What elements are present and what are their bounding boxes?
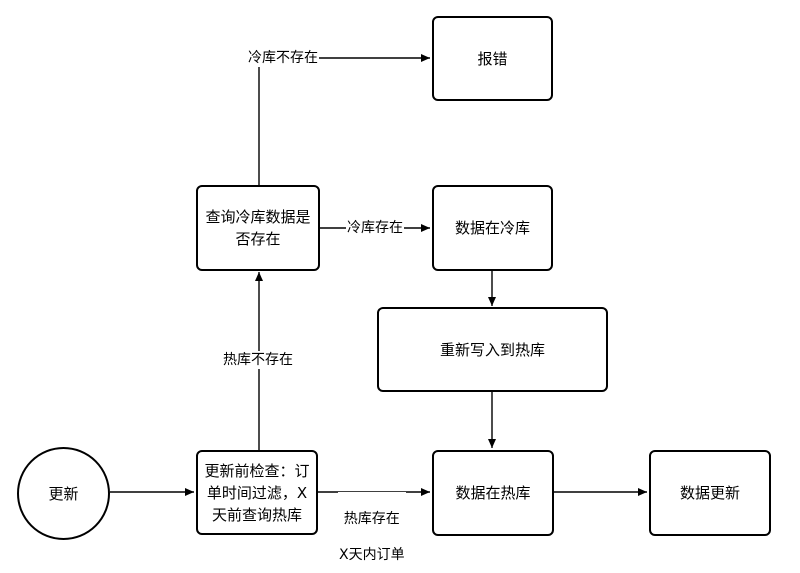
node-update: 更新 xyxy=(17,447,110,540)
node-data-in-cold: 数据在冷库 xyxy=(432,185,553,271)
edge-label-hot-not-exist: 热库不存在 xyxy=(222,351,294,369)
node-data-in-cold-label: 数据在冷库 xyxy=(454,219,530,237)
edge-cold-query-to-error xyxy=(258,54,430,185)
node-error: 报错 xyxy=(432,16,553,101)
edge-label-cold-not-exist: 冷库不存在 xyxy=(247,49,319,67)
node-data-update-label: 数据更新 xyxy=(679,484,740,502)
node-query-cold: 查询冷库数据是否存在 xyxy=(196,185,320,271)
node-rewrite-hot: 重新写入到热库 xyxy=(377,307,608,392)
node-data-in-hot-label: 数据在热库 xyxy=(455,484,531,502)
edge-label-hot-exist-line2: X天内订单 xyxy=(339,547,405,563)
node-data-in-hot: 数据在热库 xyxy=(432,450,554,536)
node-query-cold-label: 查询冷库数据是否存在 xyxy=(205,208,311,248)
node-data-update: 数据更新 xyxy=(649,450,771,536)
node-update-label: 更新 xyxy=(48,484,79,503)
edge-label-cold-exist: 冷库存在 xyxy=(346,219,404,237)
node-check-before-update: 更新前检查：订单时间过滤，X天前查询热库 xyxy=(196,450,318,535)
edge-label-hot-exist: 热库存在 X天内订单 xyxy=(338,492,406,564)
node-rewrite-hot-label: 重新写入到热库 xyxy=(439,340,545,359)
node-check-before-update-label: 更新前检查：订单时间过滤，X天前查询热库 xyxy=(204,461,310,524)
edge-label-hot-exist-line1: 热库存在 xyxy=(343,511,400,527)
node-error-label: 报错 xyxy=(477,49,508,68)
